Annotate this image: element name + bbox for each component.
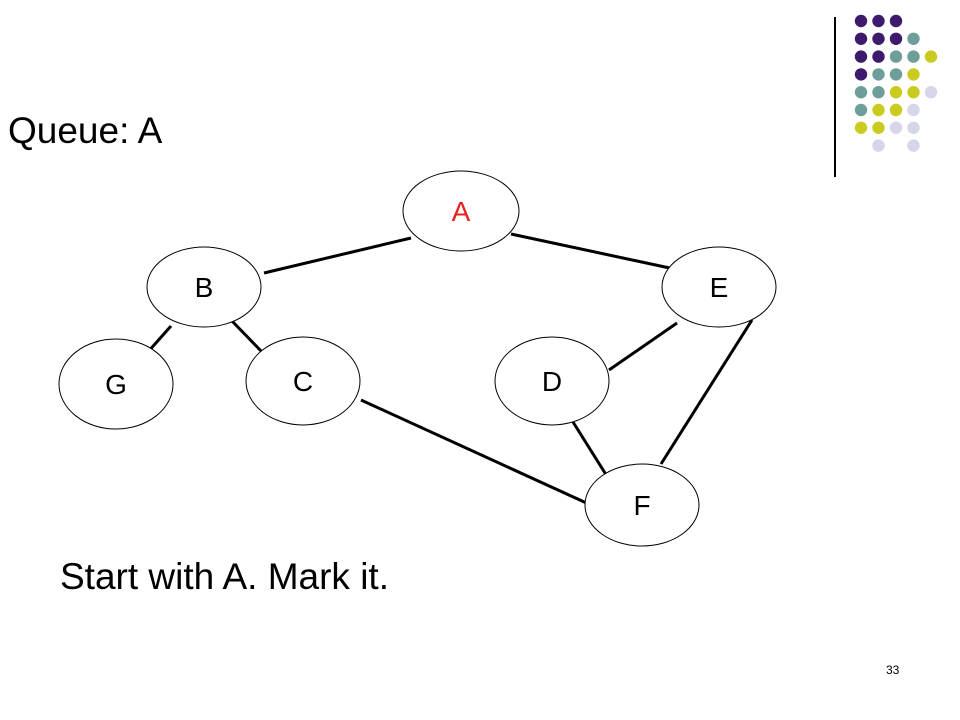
decorative-dot xyxy=(854,68,868,81)
node-f-label: F xyxy=(633,490,650,521)
decorative-dot xyxy=(854,121,868,134)
caption: Start with A. Mark it. xyxy=(60,556,389,597)
edge-a-e xyxy=(510,232,680,272)
node-a: A xyxy=(402,170,520,252)
decorative-dot xyxy=(872,121,885,134)
node-a-label: A xyxy=(452,196,471,227)
decorative-dot xyxy=(872,14,885,28)
queue-label: Queue: A xyxy=(8,110,163,151)
node-e: E xyxy=(661,246,777,328)
nodes-layer: A B E G C D F xyxy=(58,170,777,547)
decorative-dot xyxy=(872,103,885,117)
decorative-dot xyxy=(907,121,920,134)
edge-d-f xyxy=(571,421,612,482)
node-f: F xyxy=(584,463,700,547)
decorative-dot xyxy=(889,68,903,81)
decorative-dot xyxy=(907,103,920,117)
node-g-circle xyxy=(58,338,174,430)
decorative-dot xyxy=(889,121,903,134)
node-a-circle xyxy=(402,170,520,252)
decorative-dot xyxy=(854,86,868,99)
decorative-dot xyxy=(889,32,903,45)
decorative-dot xyxy=(924,86,938,99)
decorative-dot xyxy=(854,32,868,45)
decorative-dot-grid xyxy=(854,14,938,152)
decorative-dot xyxy=(872,86,885,99)
node-b-label: B xyxy=(195,272,214,303)
node-c: C xyxy=(245,336,361,426)
decorative-dot xyxy=(907,50,920,63)
edge-e-f xyxy=(659,319,754,465)
edge-b-c xyxy=(230,319,264,354)
decorative-dot xyxy=(872,32,885,45)
decorative-dot xyxy=(907,32,920,45)
decorative-dot xyxy=(872,68,885,81)
node-d: D xyxy=(494,336,610,426)
decorative-dot xyxy=(889,50,903,63)
decorative-dot xyxy=(872,50,885,63)
node-b: B xyxy=(146,246,262,328)
decorative-dot xyxy=(907,139,920,152)
edge-a-b xyxy=(263,236,412,275)
node-d-circle xyxy=(494,336,610,426)
decorative-dot xyxy=(889,103,903,117)
node-e-circle xyxy=(661,246,777,328)
decorative-dot xyxy=(854,14,868,28)
node-g: G xyxy=(58,338,174,430)
decorative-dot xyxy=(924,50,938,63)
node-c-circle xyxy=(245,336,361,426)
edge-e-d xyxy=(608,321,678,372)
node-e-label: E xyxy=(710,272,729,303)
page-number: 33 xyxy=(886,663,900,677)
decorative-dot xyxy=(907,86,920,99)
decorative-dot xyxy=(854,50,868,63)
decorative-divider xyxy=(834,17,836,177)
edges-layer xyxy=(145,232,754,508)
node-d-label: D xyxy=(542,366,562,397)
node-c-label: C xyxy=(293,366,313,397)
decorative-dot xyxy=(854,103,868,117)
decorative-dot xyxy=(889,14,903,28)
decorative-dot xyxy=(907,68,920,81)
node-g-label: G xyxy=(105,369,127,400)
decorative-dot xyxy=(872,139,885,152)
node-b-circle xyxy=(146,246,262,328)
node-f-circle xyxy=(584,463,700,547)
edge-c-f xyxy=(360,398,594,508)
decorative-dot xyxy=(889,86,903,99)
